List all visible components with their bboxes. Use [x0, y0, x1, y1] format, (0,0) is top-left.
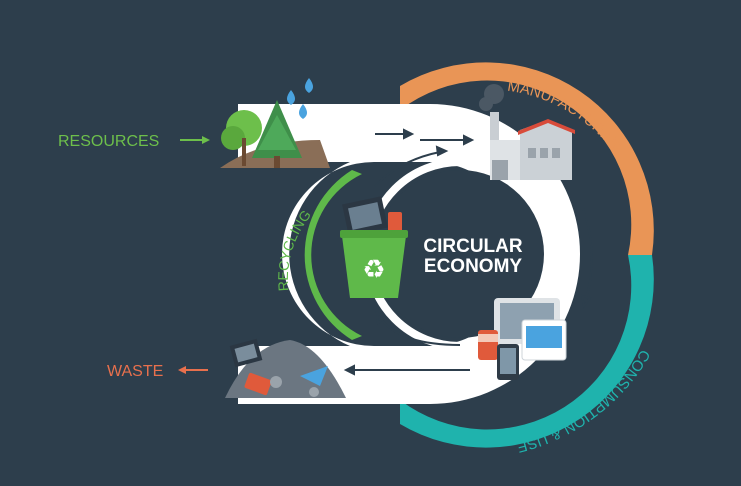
manufacturing-ring: [400, 62, 654, 256]
water-drops-icon: [287, 78, 313, 119]
arrow-inner-top: [374, 151, 441, 187]
factory-icon: [479, 84, 575, 180]
resources-arrow: [180, 136, 210, 144]
waste-label: WASTE: [107, 363, 163, 380]
recycle-bin-icon: ♻: [340, 196, 408, 298]
recycling-ring: [304, 170, 362, 340]
devices-icon: [478, 298, 567, 380]
arrow-right-down: [579, 199, 593, 301]
trees-icon: [220, 100, 330, 168]
arrow-up-left: [379, 317, 461, 346]
waste-arrow: [178, 366, 208, 374]
svg-text:♻: ♻: [362, 255, 385, 285]
center-circle: [376, 170, 544, 338]
consumption-ring: [400, 255, 654, 448]
resources-label: RESOURCES: [58, 133, 159, 150]
center-title-line1: CIRCULAR: [423, 236, 522, 257]
center-title-line2: ECONOMY: [424, 256, 523, 277]
flow-arrows: [343, 128, 593, 376]
waste-pile-icon: [225, 338, 346, 398]
